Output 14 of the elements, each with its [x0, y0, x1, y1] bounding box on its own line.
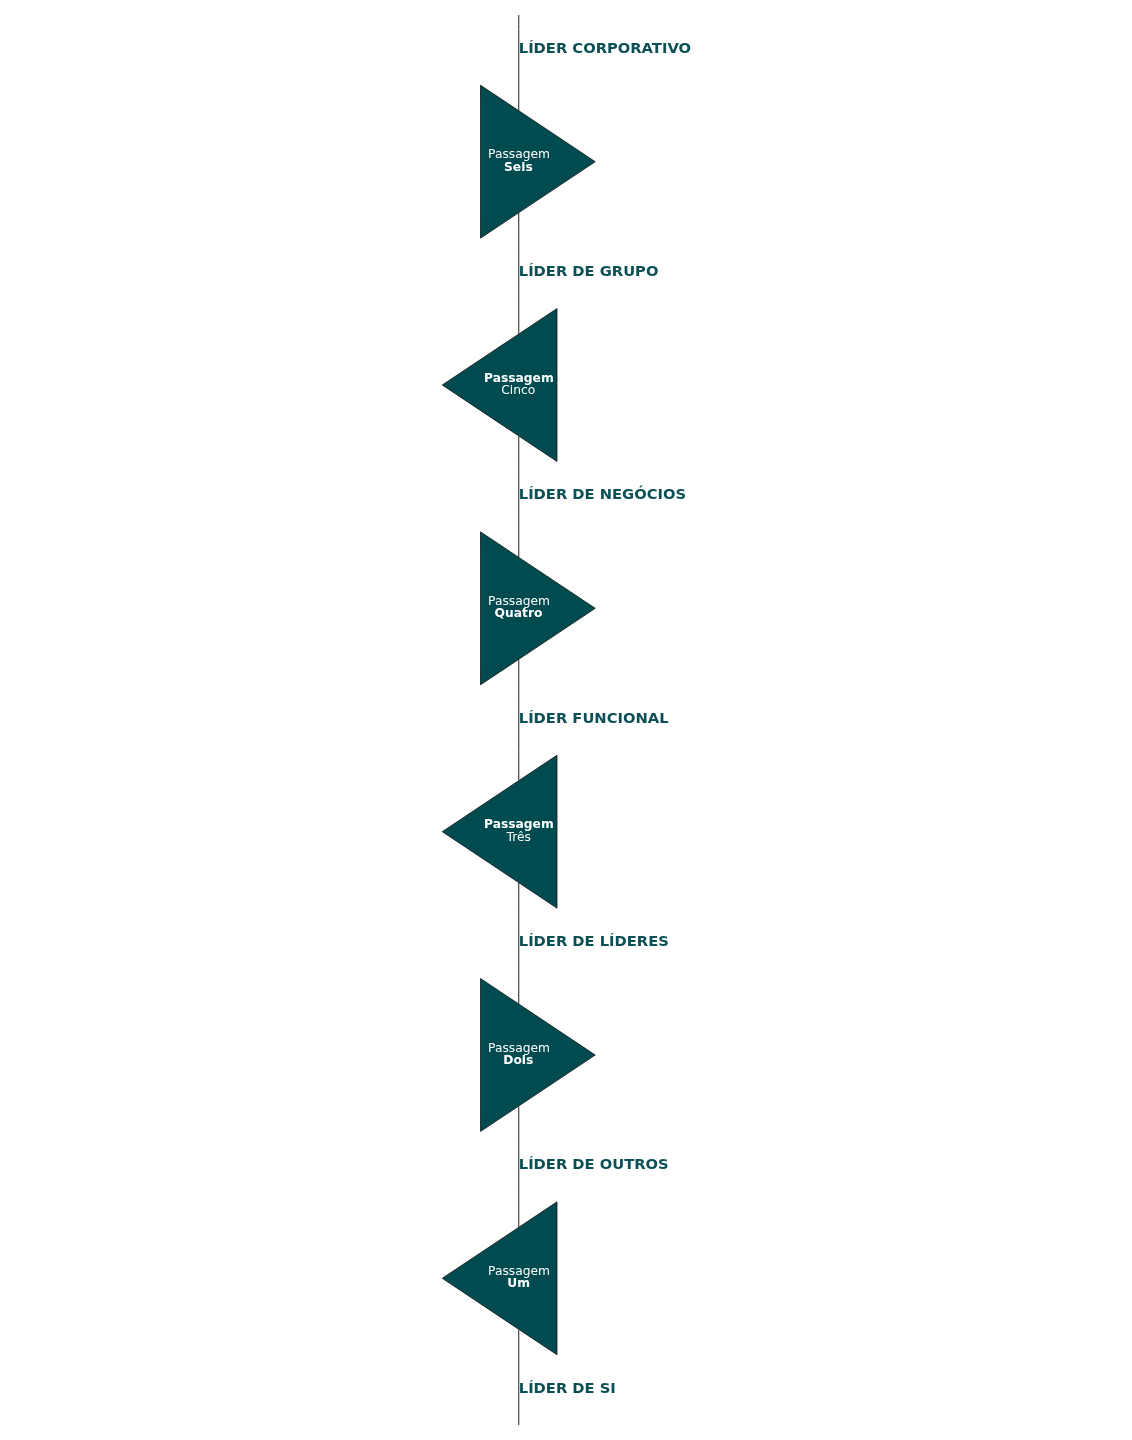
connector	[518, 1105, 520, 1228]
connector	[518, 1329, 520, 1426]
connector	[518, 14, 520, 112]
edge-label: LÍDER DE LÍDERES	[518, 932, 669, 950]
connector	[518, 659, 520, 782]
edge-label: LÍDER FUNCIONAL	[518, 708, 669, 726]
edge-label: LÍDER DE OUTROS	[518, 1155, 669, 1173]
edge-label: LÍDER DE NEGÓCIOS	[518, 485, 687, 503]
connector	[518, 212, 520, 335]
connector	[518, 882, 520, 1005]
edge-label: LÍDER DE GRUPO	[518, 262, 659, 280]
edge-label: LÍDER CORPORATIVO	[518, 38, 692, 56]
connector	[518, 435, 520, 558]
edge-label: LÍDER DE SI	[518, 1378, 616, 1396]
